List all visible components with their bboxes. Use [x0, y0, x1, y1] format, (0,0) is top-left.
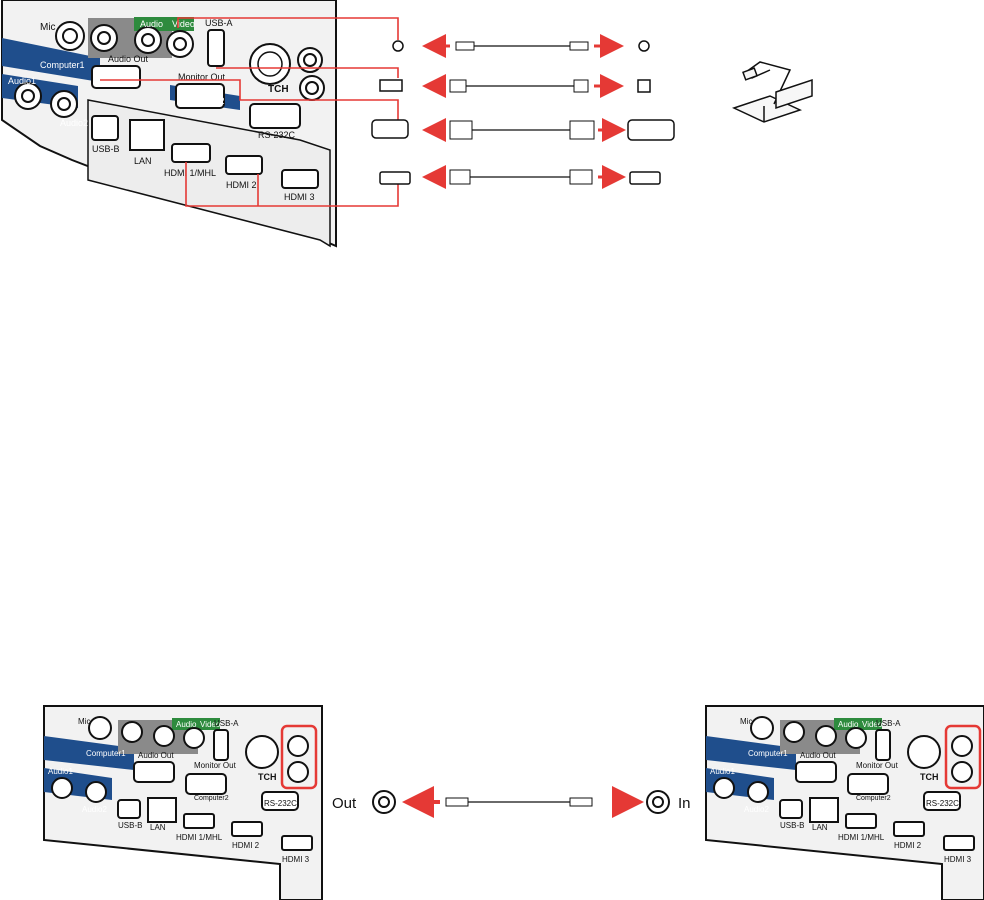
label-lan: LAN	[134, 156, 152, 166]
audio1-jack	[14, 82, 42, 110]
hdmi2-port	[225, 155, 263, 175]
cable-hdmi	[379, 165, 661, 189]
label-audio: Audio	[140, 19, 163, 29]
br-label-lan: LAN	[812, 823, 828, 832]
cable-audio	[392, 34, 650, 58]
b-label-tch: TCH	[258, 772, 277, 782]
vga-port-left-icon	[371, 119, 409, 139]
b-label-mic: Mic	[78, 717, 90, 726]
br-label-usb-b: USB-B	[780, 821, 804, 830]
usb-a-port	[207, 29, 225, 67]
cable-usb	[379, 74, 651, 98]
computer2-vga-port	[175, 83, 225, 109]
out-label: Out	[332, 795, 357, 812]
audio-out-jack	[90, 24, 118, 52]
audio-port-left-icon	[392, 40, 404, 52]
audio-in-jack	[134, 26, 162, 54]
leader-lines-top	[100, 17, 399, 207]
br-label-audio-out: Audio Out	[800, 751, 836, 760]
hdmi-port-left-icon	[379, 171, 411, 185]
b-label-monitor-out: Monitor Out	[194, 761, 237, 770]
label-hdmi1: HDMI 1/MHL	[164, 168, 216, 178]
label-hdmi2: HDMI 2	[226, 180, 257, 190]
br-label-audio: Audio	[838, 720, 859, 729]
br-label-computer1: Computer1	[748, 749, 788, 758]
in-jack-icon	[646, 790, 670, 814]
label-tch: TCH	[268, 84, 289, 95]
b-label-rs232c: RS-232C	[264, 799, 297, 808]
b-label-audio2: Audio2	[82, 805, 107, 814]
br-label-audio2: Audio2	[744, 805, 769, 814]
rs232c-port	[249, 103, 301, 129]
cable-audio-bottom: Out In	[332, 786, 691, 818]
b-label-audio-out: Audio Out	[138, 751, 174, 760]
highlight-box-left	[280, 724, 318, 790]
b-label-usb-a: USB-A	[214, 719, 239, 728]
document-camera-icon	[731, 61, 813, 123]
highlight-box-right	[944, 724, 982, 790]
br-label-mic: Mic	[740, 717, 752, 726]
video-jack	[166, 30, 194, 58]
br-label-usb-a: USB-A	[876, 719, 901, 728]
b-label-lan: LAN	[150, 823, 166, 832]
right-jack-1	[297, 47, 323, 73]
lan-port	[129, 119, 165, 151]
b-label-computer2: Computer2	[194, 795, 229, 802]
br-label-hdmi1: HDMI 1/MHL	[838, 833, 885, 842]
label-hdmi3: HDMI 3	[284, 192, 315, 202]
label-computer2: Computer2	[180, 96, 225, 106]
b-label-usb-b: USB-B	[118, 821, 142, 830]
audio-port-right-icon	[638, 40, 650, 52]
b-label-video: Video	[200, 720, 221, 729]
label-usb-b: USB-B	[92, 144, 120, 154]
label-monitor-out: Monitor Out	[178, 72, 226, 82]
label-audio1: Audio1	[8, 76, 36, 86]
label-usb-a: USB-A	[205, 18, 233, 28]
audio2-jack	[50, 90, 78, 118]
in-label: In	[678, 795, 691, 812]
br-label-video: Video	[862, 720, 883, 729]
out-jack-icon	[372, 790, 396, 814]
br-label-computer2: Computer2	[856, 795, 891, 802]
label-rs232c: RS-232C	[258, 130, 296, 140]
cable-vga	[371, 118, 675, 142]
b-label-hdmi3: HDMI 3	[282, 855, 310, 864]
br-label-hdmi2: HDMI 2	[894, 841, 922, 850]
usb-b-port-icon	[637, 79, 651, 93]
label-computer1: Computer1	[40, 60, 85, 70]
projector-panel-top: Mic Audio Out Audio Video USB-A Computer…	[0, 0, 337, 248]
label-audio-out: Audio Out	[108, 54, 149, 64]
label-mic: Mic	[40, 22, 56, 33]
label-audio2: Audio2	[60, 118, 88, 128]
br-label-monitor-out: Monitor Out	[856, 761, 899, 770]
tch-port	[249, 43, 291, 85]
b-label-hdmi2: HDMI 2	[232, 841, 260, 850]
label-video: Video	[172, 19, 195, 29]
b-label-audio: Audio	[176, 720, 197, 729]
mic-jack	[55, 21, 85, 51]
right-jack-2	[299, 75, 325, 101]
projector-panel-bottom-right: Mic Audio Video USB-A Audio Out Computer…	[705, 705, 984, 900]
hdmi-port-right-icon	[629, 171, 661, 185]
br-label-tch: TCH	[920, 772, 939, 782]
b-label-audio1: Audio1	[48, 767, 73, 776]
projector-panel-bottom-left: Mic Audio Video USB-A Audio Out Computer…	[43, 705, 323, 900]
hdmi1-port	[171, 143, 211, 163]
hdmi3-port	[281, 169, 319, 189]
b-label-computer1: Computer1	[86, 749, 126, 758]
b-label-hdmi1: HDMI 1/MHL	[176, 833, 223, 842]
computer1-vga-port	[91, 65, 141, 89]
usb-a-port-icon	[379, 79, 403, 92]
vga-port-right-icon	[627, 119, 675, 141]
br-label-hdmi3: HDMI 3	[944, 855, 972, 864]
br-label-rs232c: RS-232C	[926, 799, 959, 808]
usb-b-port	[91, 115, 119, 141]
br-label-audio1: Audio1	[710, 767, 735, 776]
